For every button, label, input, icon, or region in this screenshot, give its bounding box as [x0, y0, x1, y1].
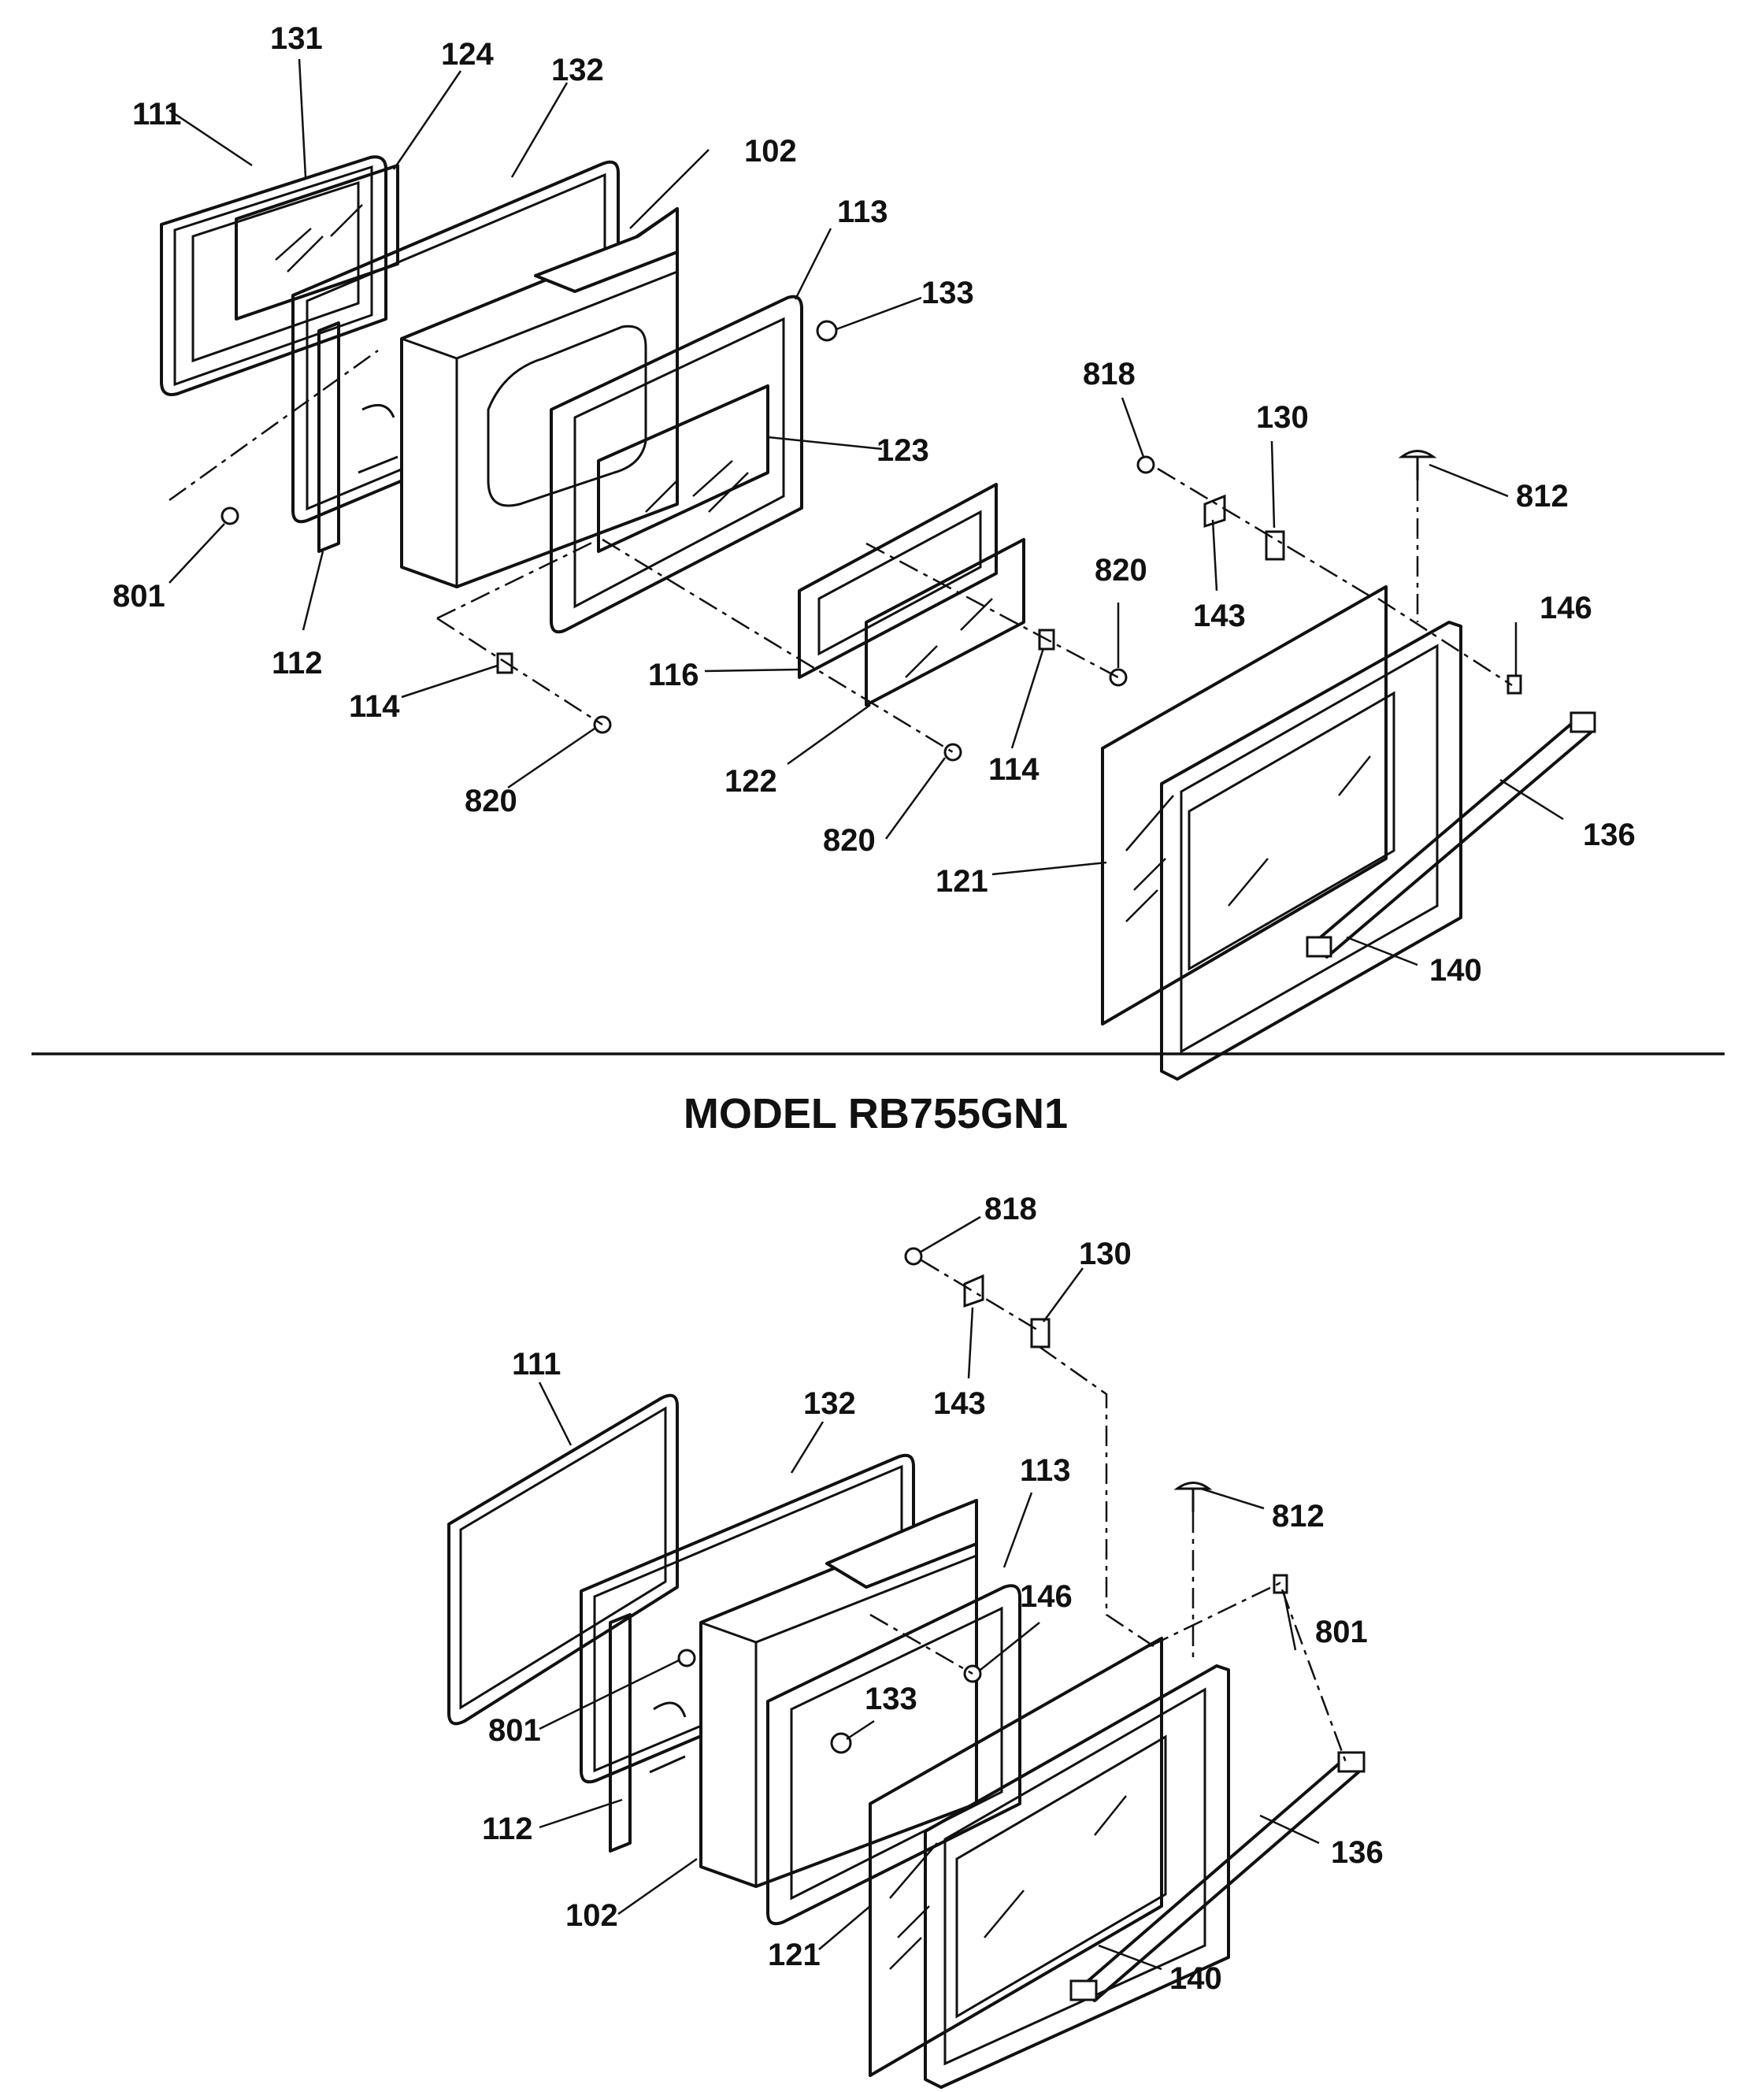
part-116-frame: [798, 483, 998, 679]
callout-112-bottom: 112: [482, 1812, 533, 1846]
part-112-frame: [609, 1613, 687, 1853]
part-146-bushing: [1506, 674, 1522, 695]
callout-812: 812: [1516, 479, 1569, 514]
part-113-door-liner: [550, 295, 803, 634]
part-136-handle: [1306, 711, 1596, 959]
part-143-clip: [1203, 494, 1226, 529]
part-112-frame: [317, 321, 398, 553]
callout-121-top: 121: [936, 864, 988, 899]
callout-111-bottom: 111: [512, 1347, 561, 1382]
callout-111: 111: [132, 97, 181, 132]
part-124-glass: [235, 164, 399, 321]
part-818-screw: [1136, 455, 1155, 474]
callout-131: 131: [270, 21, 323, 56]
callout-116: 116: [648, 658, 699, 692]
part-113-door-liner: [766, 1584, 1021, 1926]
callout-143-bottom: 143: [933, 1386, 986, 1421]
part-102-insulation-box: [699, 1499, 978, 1888]
callout-122: 122: [724, 764, 777, 799]
callout-136-top: 136: [1583, 818, 1636, 852]
part-820-screw-middle: [943, 743, 962, 762]
part-111-gasket: [447, 1393, 679, 1726]
part-143-clip: [963, 1274, 984, 1308]
part-146-bushing: [1273, 1574, 1288, 1594]
callout-801-bottom-left: 801: [488, 1713, 541, 1748]
part-140-door-frame: [924, 1664, 1230, 2089]
part-136-handle: [1069, 1751, 1366, 2002]
callout-133: 133: [921, 276, 974, 310]
callout-114-left: 114: [349, 689, 400, 724]
part-133-grommet: [816, 320, 838, 342]
part-114-bracket-left: [496, 652, 513, 674]
part-111-inner-panel: [160, 155, 387, 396]
model-title: MODEL RB755GN1: [684, 1090, 1068, 1137]
part-820-screw-right: [1109, 668, 1128, 687]
callout-124: 124: [441, 37, 494, 72]
part-818-screw: [904, 1247, 923, 1266]
part-812-screw: [1173, 1482, 1213, 1490]
part-121-outer-glass: [869, 1637, 1163, 2077]
part-140-door-frame: [1160, 621, 1462, 1081]
callout-133-bottom: 133: [865, 1682, 917, 1716]
callout-143-top: 143: [1193, 599, 1246, 633]
callout-820-middle: 820: [823, 823, 876, 858]
callout-812-bottom: 812: [1272, 1499, 1325, 1534]
bottom-exploded-view: 818 130 143 111 132 113 812 146 801 133 …: [447, 1192, 1384, 2089]
part-123-glass: [597, 384, 769, 553]
callout-114-right: 114: [988, 752, 1040, 787]
part-812-screw: [1398, 450, 1437, 458]
callout-130: 130: [1256, 400, 1309, 435]
part-122-glass: [865, 538, 1025, 707]
part-801-screw-left: [677, 1649, 696, 1667]
callout-113-bottom: 113: [1020, 1453, 1071, 1488]
callout-801-bottom-right: 146: [1020, 1579, 1073, 1614]
part-130-hinge-bracket: [1265, 530, 1285, 561]
part-133-grommet: [830, 1732, 852, 1754]
callout-113: 113: [837, 195, 888, 229]
callout-112: 112: [272, 646, 323, 681]
callout-132: 132: [551, 53, 604, 87]
callout-818: 818: [1083, 357, 1136, 391]
callout-140-bottom: 140: [1169, 1961, 1222, 1996]
callout-146-bottom: 801: [1315, 1615, 1368, 1649]
top-exploded-view: 111 131 124 132 102 113 133 123 818 130 …: [113, 21, 1636, 1081]
callout-123: 123: [876, 433, 929, 468]
callout-140-top: 140: [1429, 953, 1482, 988]
part-102-insulation-box: [400, 207, 679, 588]
callout-121-bottom: 121: [768, 1938, 821, 1972]
callout-132-bottom: 132: [803, 1386, 856, 1421]
callout-130-bottom: 130: [1079, 1237, 1132, 1271]
callout-818-bottom: 818: [984, 1192, 1037, 1226]
callout-136-bottom: 136: [1331, 1835, 1384, 1870]
callout-102-bottom: 102: [565, 1898, 618, 1933]
callout-820-right: 820: [1095, 553, 1147, 588]
callout-146-top: 146: [1540, 591, 1592, 625]
part-130-hinge-bracket: [1030, 1318, 1051, 1348]
callout-801: 801: [113, 579, 165, 614]
part-801-screw: [220, 506, 239, 525]
callout-102: 102: [744, 134, 797, 169]
callout-820-left: 820: [465, 784, 517, 818]
